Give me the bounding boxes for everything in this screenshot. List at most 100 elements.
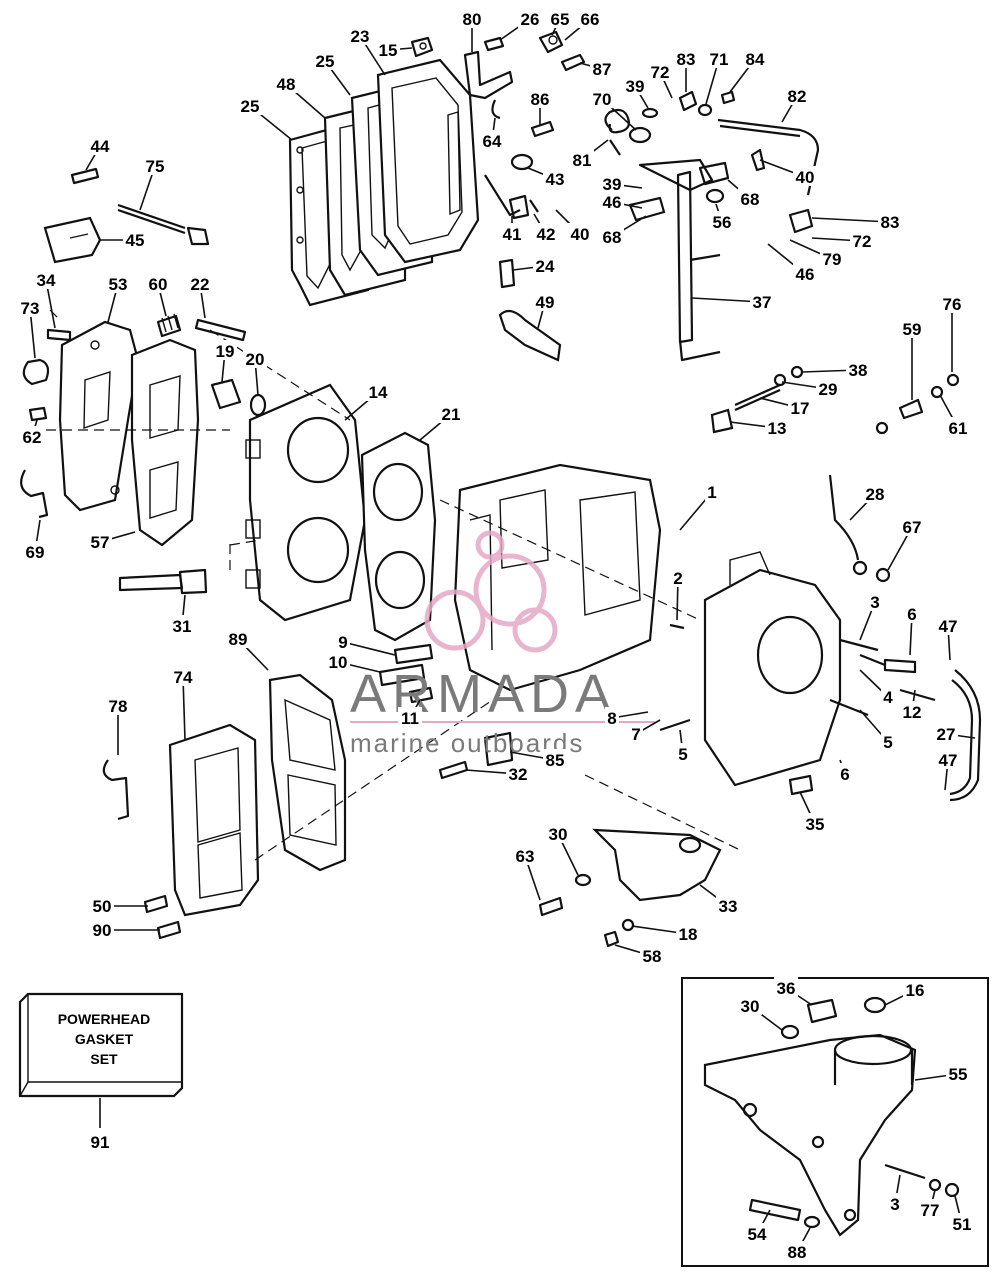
callout-72a: 72 bbox=[651, 63, 670, 82]
stud-3-4-6-12 bbox=[839, 638, 936, 702]
cylinder-head-14 bbox=[245, 383, 367, 622]
leader-line-83b bbox=[811, 217, 891, 223]
callout-bg-89 bbox=[226, 628, 250, 648]
callout-50: 50 bbox=[93, 897, 112, 916]
spring-60 bbox=[156, 313, 182, 338]
bolt-63 bbox=[538, 896, 564, 917]
callout-40a: 40 bbox=[796, 168, 815, 187]
callout-bg-17 bbox=[788, 397, 812, 417]
hose-49 bbox=[498, 309, 562, 362]
sensor-75 bbox=[117, 203, 210, 246]
thermostat-19 bbox=[210, 378, 242, 410]
callout-bg-42 bbox=[534, 223, 558, 243]
callout-54: 54 bbox=[748, 1225, 767, 1244]
callout-69: 69 bbox=[26, 543, 45, 562]
callout-80: 80 bbox=[463, 10, 482, 29]
callout-67: 67 bbox=[903, 518, 922, 537]
callout-bg-54 bbox=[745, 1223, 769, 1243]
callout-48: 48 bbox=[277, 75, 296, 94]
callout-bg-40b bbox=[568, 223, 592, 243]
callout-bg-63 bbox=[513, 845, 537, 865]
dowel-9 bbox=[393, 643, 434, 665]
callout-bg-11 bbox=[398, 707, 422, 727]
callout-5a: 5 bbox=[678, 745, 687, 764]
callout-bg-6a bbox=[905, 603, 919, 623]
callout-59: 59 bbox=[903, 320, 922, 339]
callout-23: 23 bbox=[351, 27, 370, 46]
callout-74: 74 bbox=[174, 668, 193, 687]
callout-24: 24 bbox=[536, 257, 555, 276]
callout-3b: 3 bbox=[890, 1195, 899, 1214]
callout-bg-29 bbox=[816, 378, 840, 398]
callout-bg-84 bbox=[743, 48, 767, 68]
callout-46b: 46 bbox=[796, 265, 815, 284]
callout-bg-19 bbox=[213, 340, 237, 360]
callout-8: 8 bbox=[607, 709, 616, 728]
bolt-36 bbox=[806, 998, 838, 1024]
callout-bg-60 bbox=[146, 273, 170, 293]
callout-bg-64 bbox=[480, 130, 504, 150]
callout-20: 20 bbox=[246, 350, 265, 369]
callout-7: 7 bbox=[631, 725, 640, 744]
dowel-2 bbox=[669, 623, 685, 630]
callout-39a: 39 bbox=[626, 77, 645, 96]
callout-bg-81 bbox=[570, 149, 594, 169]
gasket-set-box: POWERHEAD GASKET SET 91 bbox=[18, 992, 184, 1152]
callout-bg-46a bbox=[600, 191, 624, 211]
callout-3a: 3 bbox=[870, 593, 879, 612]
callout-bg-32 bbox=[506, 763, 530, 783]
callout-bg-15 bbox=[376, 39, 400, 59]
callout-bg-70 bbox=[590, 88, 614, 108]
callout-bg-14 bbox=[366, 381, 390, 401]
callout-75: 75 bbox=[146, 157, 165, 176]
callout-37: 37 bbox=[753, 293, 772, 312]
callout-bg-58 bbox=[640, 945, 664, 965]
callout-39b: 39 bbox=[603, 175, 622, 194]
nut-67 bbox=[875, 567, 891, 583]
callout-bg-47a bbox=[936, 615, 960, 635]
seal-20 bbox=[249, 393, 267, 417]
callout-33: 33 bbox=[719, 897, 738, 916]
callout-bg-66 bbox=[578, 8, 602, 28]
callout-30b: 30 bbox=[741, 997, 760, 1016]
callout-19: 19 bbox=[216, 342, 235, 361]
fitting-24 bbox=[498, 258, 516, 289]
callout-bg-35 bbox=[803, 813, 827, 833]
callout-bg-74 bbox=[171, 666, 195, 686]
callout-bg-5b bbox=[881, 731, 895, 751]
callout-61: 61 bbox=[949, 419, 968, 438]
exhaust-cover-plate bbox=[376, 58, 480, 264]
callout-28: 28 bbox=[866, 485, 885, 504]
bracket-45 bbox=[43, 216, 102, 264]
callout-bg-8 bbox=[605, 707, 619, 727]
clip-69 bbox=[20, 469, 49, 519]
callout-bg-75 bbox=[143, 155, 167, 175]
bypass-cover-53 bbox=[58, 320, 140, 512]
callout-84: 84 bbox=[746, 50, 765, 69]
callout-16: 16 bbox=[906, 981, 925, 1000]
callout-38: 38 bbox=[849, 361, 868, 380]
clip-85 bbox=[483, 731, 514, 767]
dowel-10 bbox=[378, 663, 426, 687]
washer-30-inset bbox=[780, 1024, 800, 1040]
spark-plug-31 bbox=[118, 568, 208, 595]
cable-28 bbox=[828, 474, 868, 576]
screw-40 bbox=[750, 148, 766, 172]
callout-bg-20 bbox=[243, 348, 267, 368]
callout-5b: 5 bbox=[883, 733, 892, 752]
callout-53: 53 bbox=[109, 275, 128, 294]
callout-73: 73 bbox=[21, 299, 40, 318]
callout-bg-44 bbox=[88, 135, 112, 155]
callout-bg-16 bbox=[903, 979, 927, 999]
callout-78: 78 bbox=[109, 697, 128, 716]
callout-82: 82 bbox=[788, 87, 807, 106]
callout-bg-30b bbox=[738, 995, 762, 1015]
callout-bg-39a bbox=[623, 75, 647, 95]
callout-bg-23 bbox=[348, 25, 372, 45]
callout-bg-4 bbox=[881, 686, 895, 706]
bushing-16 bbox=[863, 996, 887, 1014]
callout-17: 17 bbox=[791, 399, 810, 418]
gasket-set-line3: SET bbox=[90, 1051, 118, 1067]
callout-bg-12 bbox=[900, 701, 924, 721]
callout-1: 1 bbox=[707, 483, 716, 502]
